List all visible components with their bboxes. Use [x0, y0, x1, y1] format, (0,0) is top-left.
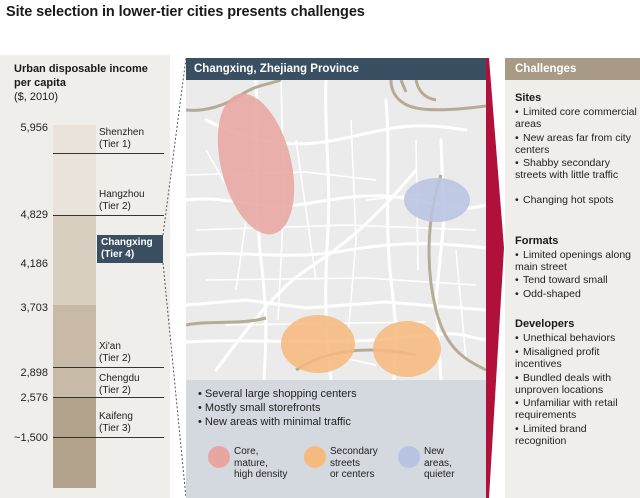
section-title-formats: Formats — [515, 235, 559, 247]
legend-core-label: Core,mature,high density — [234, 446, 288, 480]
city-label-xian: Xi'an(Tier 2) — [99, 341, 131, 364]
y-axis-unit: ($, 2010) — [14, 91, 59, 103]
income-bar-segment — [53, 305, 96, 397]
tier-divider — [53, 153, 164, 154]
y-tick-label: 2,576 — [20, 392, 48, 404]
income-bar-segment — [53, 125, 96, 215]
page-title: Site selection in lower-tier cities pres… — [6, 4, 365, 20]
challenge-item: •Changing hot spots — [515, 194, 614, 206]
challenge-item: •Bundled deals with unproven locations — [515, 372, 612, 396]
city-map — [186, 80, 486, 380]
challenge-item: •Tend toward small — [515, 274, 608, 286]
city-label-chengdu: Chengdu(Tier 2) — [99, 373, 140, 396]
y-axis-title: Urban disposable income per capita — [14, 63, 148, 89]
map-info-box: • Several large shopping centers • Mostl… — [186, 380, 486, 498]
map-bullet: • New areas with minimal traffic — [198, 416, 351, 428]
challenge-item: •Odd-shaped — [515, 288, 581, 300]
city-label-hangzhou: Hangzhou(Tier 2) — [99, 189, 145, 212]
y-tick-label: 5,956 — [20, 122, 48, 134]
challenges-header: Challenges — [505, 58, 640, 80]
legend-secondary-swatch — [304, 446, 326, 468]
street-map — [186, 80, 486, 380]
map-bullet: • Several large shopping centers — [198, 388, 357, 400]
challenge-item: •Limited brand recognition — [515, 423, 587, 447]
legend-core-swatch — [208, 446, 230, 468]
map-bullet: • Mostly small storefronts — [198, 402, 321, 414]
tier-divider — [53, 437, 164, 438]
income-bar-segment — [53, 397, 96, 488]
section-title-sites: Sites — [515, 92, 542, 104]
tier-divider — [53, 397, 164, 398]
income-bar-segment — [53, 215, 96, 305]
city-label-changxing: Changxing(Tier 4) — [97, 235, 163, 263]
challenge-item: •Misaligned profit incentives — [515, 346, 600, 370]
challenge-item: •Unfamiliar with retail requirements — [515, 397, 618, 421]
secondary-area-highlight — [281, 315, 355, 373]
y-tick-label: 3,703 — [20, 302, 48, 314]
legend-new-swatch — [398, 446, 420, 468]
secondary-area-highlight — [373, 321, 441, 377]
challenges-panel — [505, 80, 640, 498]
arrow-wedge — [486, 58, 504, 498]
section-title-developers: Developers — [515, 318, 575, 330]
challenge-item: •Limited openings along main street — [515, 249, 631, 273]
core-area-highlight — [217, 93, 295, 235]
tier-divider — [53, 367, 164, 368]
challenge-item: •Limited core commercial areas — [515, 106, 637, 130]
y-tick-label: ~1,500 — [14, 432, 48, 444]
y-tick-label: 4,829 — [20, 209, 48, 221]
city-label-shenzhen: Shenzhen(Tier 1) — [99, 127, 145, 150]
y-tick-label: 4,186 — [20, 258, 48, 270]
map-header: Changxing, Zhejiang Province — [186, 58, 486, 80]
city-label-kaifeng: Kaifeng(Tier 3) — [99, 411, 133, 434]
challenge-item: •Shabby secondary streets with little tr… — [515, 157, 619, 181]
tier-divider — [53, 215, 164, 216]
challenge-item: •Unethical behaviors — [515, 332, 616, 344]
y-tick-label: 2,898 — [20, 367, 48, 379]
new-area-highlight — [404, 178, 470, 222]
challenge-item: •New areas far from city centers — [515, 132, 631, 156]
